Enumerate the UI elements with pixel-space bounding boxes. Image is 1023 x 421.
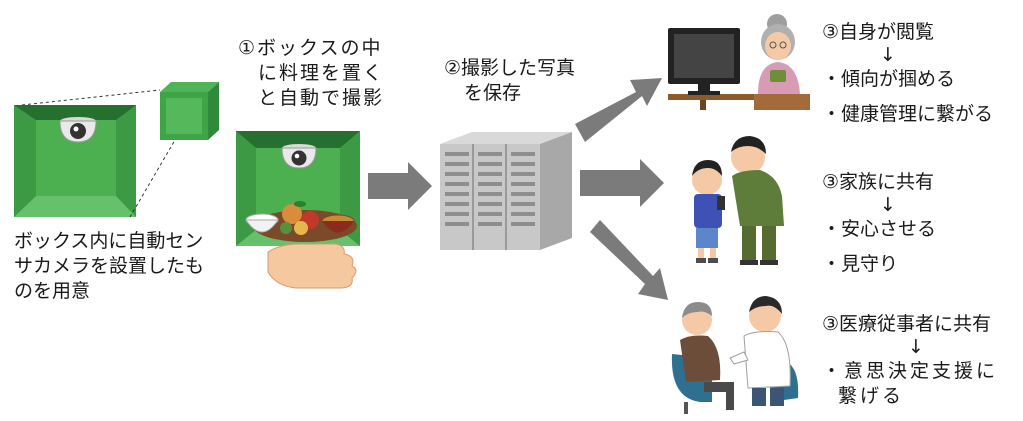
outcome-item: ・安心させる — [822, 218, 937, 240]
step2-caption: ②撮影した写真 を保存 — [444, 56, 575, 106]
step1-caption: ①ボックスの中 に料理を置く と自動で撮影 — [238, 36, 384, 111]
caption-line: を保存 — [464, 82, 522, 104]
camera-icon — [59, 117, 97, 143]
flow-arrow-down-right — [590, 220, 668, 300]
flow-arrow-up-right — [575, 78, 662, 142]
outcome-item: ・傾向が掴める — [822, 68, 956, 90]
camera-icon — [281, 144, 317, 169]
outcome-item: ・意思決定支援に — [822, 360, 999, 382]
family-illustration — [692, 136, 784, 265]
doctor-patient-illustration — [671, 296, 799, 414]
caption-line: のを用意 — [14, 280, 91, 302]
outcome-family: ③家族に共有 ↓ ・安心させる ・見守り — [822, 170, 936, 277]
caption-line: ①ボックスの中 — [238, 37, 383, 59]
outcome-item: ・見守り — [822, 253, 899, 275]
caption-line: サカメラを設置したも — [14, 255, 205, 277]
outcome-item: ・健康管理に繋がる — [822, 103, 994, 125]
outcome-item: 繋げる — [838, 385, 905, 407]
hand-icon — [267, 243, 357, 289]
caption-line: に料理を置く — [258, 62, 385, 84]
outcome-title: ③医療従事者に共有 — [822, 313, 992, 335]
sensor-box-cube — [160, 82, 219, 140]
caption-line: ②撮影した写真 — [444, 57, 576, 79]
down-arrow-icon: ↓ — [880, 194, 896, 216]
outcome-self: ③自身が閲覧 ↓ ・傾向が掴める ・健康管理に繋がる — [822, 20, 993, 127]
outcome-title: ③家族に共有 — [822, 171, 935, 193]
outcome-medical: ③医療従事者に共有 ↓ ・意思決定支援に 繋げる — [822, 312, 998, 409]
caption-line: ボックス内に自動セン — [14, 230, 204, 252]
zoom-guide-line — [21, 89, 161, 106]
server-icon — [440, 132, 572, 250]
flow-arrow-right — [368, 162, 432, 210]
zoom-guide-line — [129, 139, 176, 218]
down-arrow-icon: ↓ — [880, 44, 896, 66]
down-arrow-icon: ↓ — [908, 336, 924, 358]
step0-caption: ボックス内に自動セン サカメラを設置したも のを用意 — [14, 229, 204, 304]
food-tray-icon — [245, 201, 357, 242]
elderly-woman-monitor-illustration — [668, 14, 810, 110]
outcome-title: ③自身が閲覧 — [822, 21, 935, 43]
caption-line: と自動で撮影 — [258, 87, 385, 109]
flow-arrow-right — [580, 159, 664, 207]
